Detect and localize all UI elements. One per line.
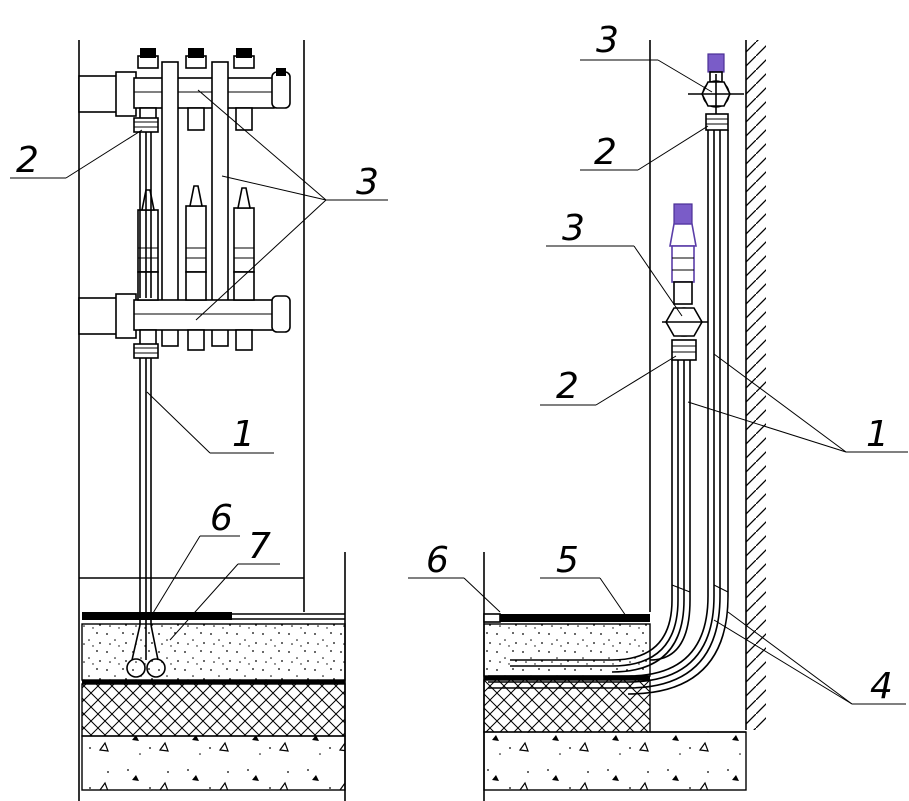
- left-flow-valves: [137, 185, 255, 273]
- left-label-7: 7: [248, 526, 271, 567]
- left-pipes: [126, 132, 166, 678]
- left-label-1: 1: [232, 414, 255, 455]
- left-manifold-bottom: [78, 271, 291, 359]
- right-valve-bottom: [662, 203, 708, 361]
- right-screed-layer: [483, 623, 651, 677]
- right-label-4: 4: [870, 666, 893, 707]
- right-concrete-slab: [483, 731, 747, 791]
- left-manifold-top: [78, 48, 291, 347]
- right-floor-covering: [500, 614, 650, 622]
- left-flowmeter-strip-2: [211, 61, 229, 347]
- right-label-5: 5: [556, 540, 579, 581]
- left-floor: [78, 552, 346, 801]
- right-detail: 3 2 3 2 1 4 5 6: [408, 20, 908, 801]
- right-valve-top: [688, 53, 744, 131]
- right-valve-bottom-cap-icon: [673, 203, 693, 225]
- right-label-1: 1: [866, 414, 889, 455]
- left-leaders: [10, 89, 388, 641]
- right-label-3-bottom: 3: [562, 208, 585, 249]
- right-valve-top-cap-icon: [707, 53, 725, 73]
- left-floor-covering: [82, 612, 232, 620]
- right-leaders: [408, 59, 908, 705]
- left-label-3: 3: [356, 162, 379, 203]
- right-label-2-bottom: 2: [556, 366, 579, 407]
- left-concrete-slab: [81, 735, 346, 791]
- left-detail: 2 1 3 6 7: [10, 40, 388, 801]
- right-pipes: [488, 130, 729, 695]
- right-label-6: 6: [426, 540, 449, 581]
- left-screed-layer: [81, 623, 346, 681]
- left-label-6: 6: [210, 498, 233, 539]
- left-flowmeter-strip-1: [161, 61, 179, 347]
- right-label-2-top: 2: [594, 132, 617, 173]
- left-insulation-layer: [81, 683, 346, 737]
- right-label-3-top: 3: [596, 20, 619, 61]
- left-label-2: 2: [16, 140, 39, 181]
